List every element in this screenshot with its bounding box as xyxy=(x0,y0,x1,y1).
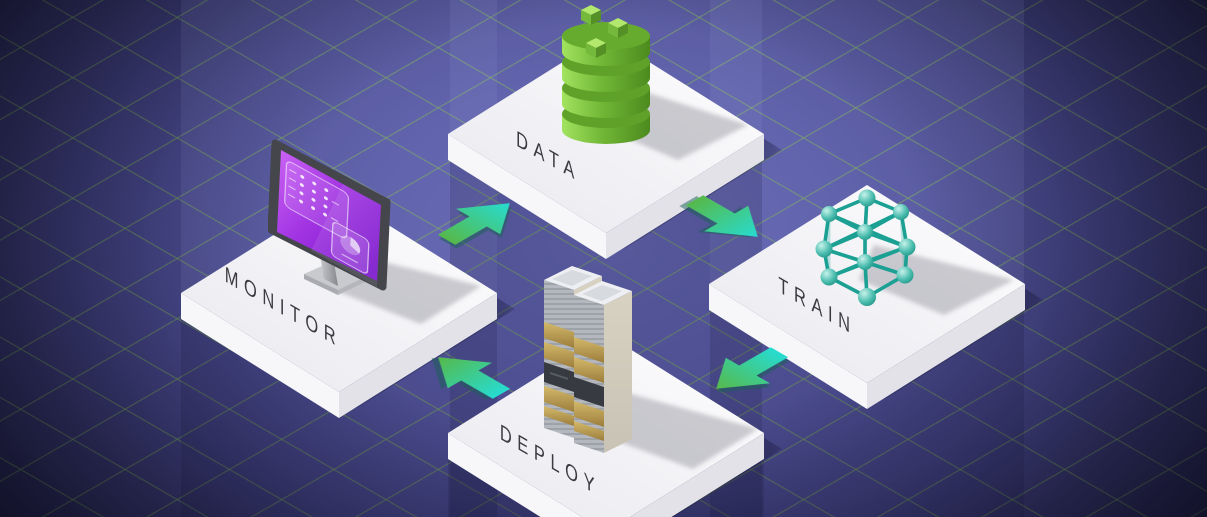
data-cubes xyxy=(581,5,628,58)
flow-arrow-train-to-deploy xyxy=(716,347,789,389)
database-icon xyxy=(562,5,650,144)
neural-network-icon xyxy=(815,189,916,306)
icon-cast-shadow xyxy=(598,389,758,469)
chart-panel xyxy=(330,221,370,274)
network-nodes xyxy=(815,189,916,306)
server-tower-front xyxy=(574,281,632,453)
desktop-monitor-icon xyxy=(268,139,391,295)
database-discs xyxy=(562,22,650,144)
monitor-stand xyxy=(304,255,365,295)
icon-cast-shadow xyxy=(859,245,1014,315)
flow-arrow-monitor-to-data xyxy=(437,203,510,245)
flow-arrow-data-to-train xyxy=(685,195,758,237)
platform-train xyxy=(709,185,1025,409)
server-racks-icon xyxy=(544,266,632,453)
screen-reflection xyxy=(310,184,381,288)
flow-arrow-deploy-to-monitor xyxy=(438,357,511,399)
screen-content xyxy=(284,161,381,288)
